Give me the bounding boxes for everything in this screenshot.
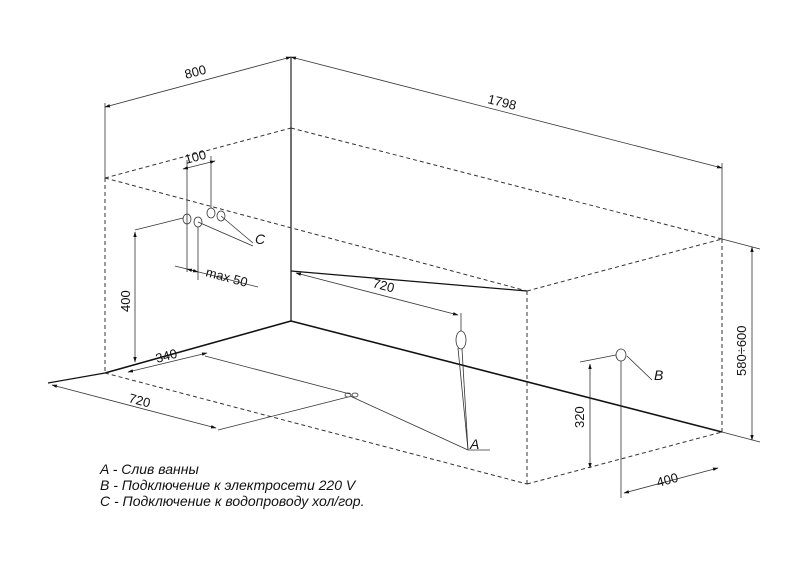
legend: A - Слив ванны B - Подключение к электро… — [100, 461, 364, 509]
dimension-400-label: 400 — [118, 290, 133, 312]
dimension-800-label: 800 — [183, 62, 208, 82]
electrical-connection: 320 400 — [572, 348, 719, 498]
dimension-height-total: 580÷600 — [721, 238, 761, 443]
legend-item-b: B - Подключение к электросети 220 V — [100, 477, 356, 493]
legend-item-a: A - Слив ванны — [100, 461, 199, 477]
dimension-720-floor-label: 720 — [127, 390, 152, 410]
dimension-1798-label: 1798 — [486, 91, 518, 113]
drain-position: 720 — [295, 272, 490, 451]
marker-a: A — [469, 436, 479, 452]
bathtub-outline — [104, 127, 723, 485]
legend-item-c: C - Подключение к водопроводу хол/гор. — [100, 493, 365, 509]
water-supply-pipes: 100 max 50 — [174, 147, 259, 290]
floor-drain: 340 720 — [51, 346, 469, 451]
dimension-1798: 1798 — [290, 56, 723, 239]
dimension-720-wall-label: 720 — [371, 275, 396, 295]
dimension-320-label: 320 — [572, 406, 587, 428]
dimension-340-label: 340 — [154, 346, 179, 366]
marker-c: C — [255, 231, 266, 247]
dimension-height-400: 400 — [118, 217, 184, 363]
dimension-height-total-label: 580÷600 — [734, 325, 749, 376]
dimension-max50-label: max 50 — [204, 264, 249, 290]
marker-b: B — [654, 367, 663, 383]
dimension-400-electric-label: 400 — [655, 470, 680, 490]
dimension-100-label: 100 — [183, 147, 208, 167]
